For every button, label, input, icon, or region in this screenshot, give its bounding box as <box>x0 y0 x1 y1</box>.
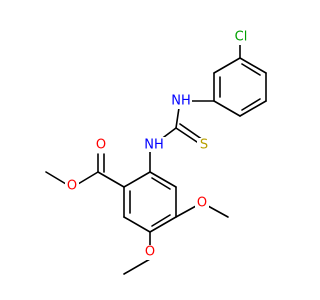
bond-ring1-c <box>213 100 241 117</box>
atom-o-ester: O <box>67 179 77 194</box>
bond-ring2-c <box>123 216 151 233</box>
atom-labels: Cl NH NH S O O O O <box>65 30 251 260</box>
bond-ring2-carbonyl-c <box>97 171 125 188</box>
bond-omeo4-me <box>207 205 229 218</box>
bond-ring2-inner-2 <box>151 214 171 227</box>
bond-cs-1 <box>175 127 201 145</box>
atom-cl: Cl <box>235 30 248 45</box>
bond-oester-me <box>45 171 67 185</box>
atom-s: S <box>200 138 208 153</box>
atom-nh-mid: NH <box>144 138 164 153</box>
atom-o-methoxy-4: O <box>197 196 207 211</box>
bond-ring1-inner-3 <box>241 63 261 76</box>
molecule-structure-diagram: Cl NH NH S O O O O <box>45 30 267 275</box>
bond-ring2-d <box>149 216 177 233</box>
bond-lines <box>45 41 267 275</box>
bond-ring2-inner-3 <box>151 177 171 190</box>
bond-ring1-a <box>213 57 241 74</box>
bond-ring2-omeo4 <box>175 205 197 218</box>
atom-o-methoxy-5: O <box>145 245 155 260</box>
bond-ring1-inner-2 <box>241 98 261 111</box>
bond-ring2-f <box>149 171 177 188</box>
bond-ring1-d <box>239 100 267 117</box>
bond-ring2-a <box>123 171 151 188</box>
bond-omeo5-me <box>123 258 151 275</box>
bond-cs-2 <box>179 123 204 141</box>
atom-o-carbonyl: O <box>96 138 106 153</box>
bond-ring1-f <box>239 57 267 74</box>
atom-nh-top: NH <box>171 94 191 109</box>
bond-c-oester <box>77 171 99 185</box>
